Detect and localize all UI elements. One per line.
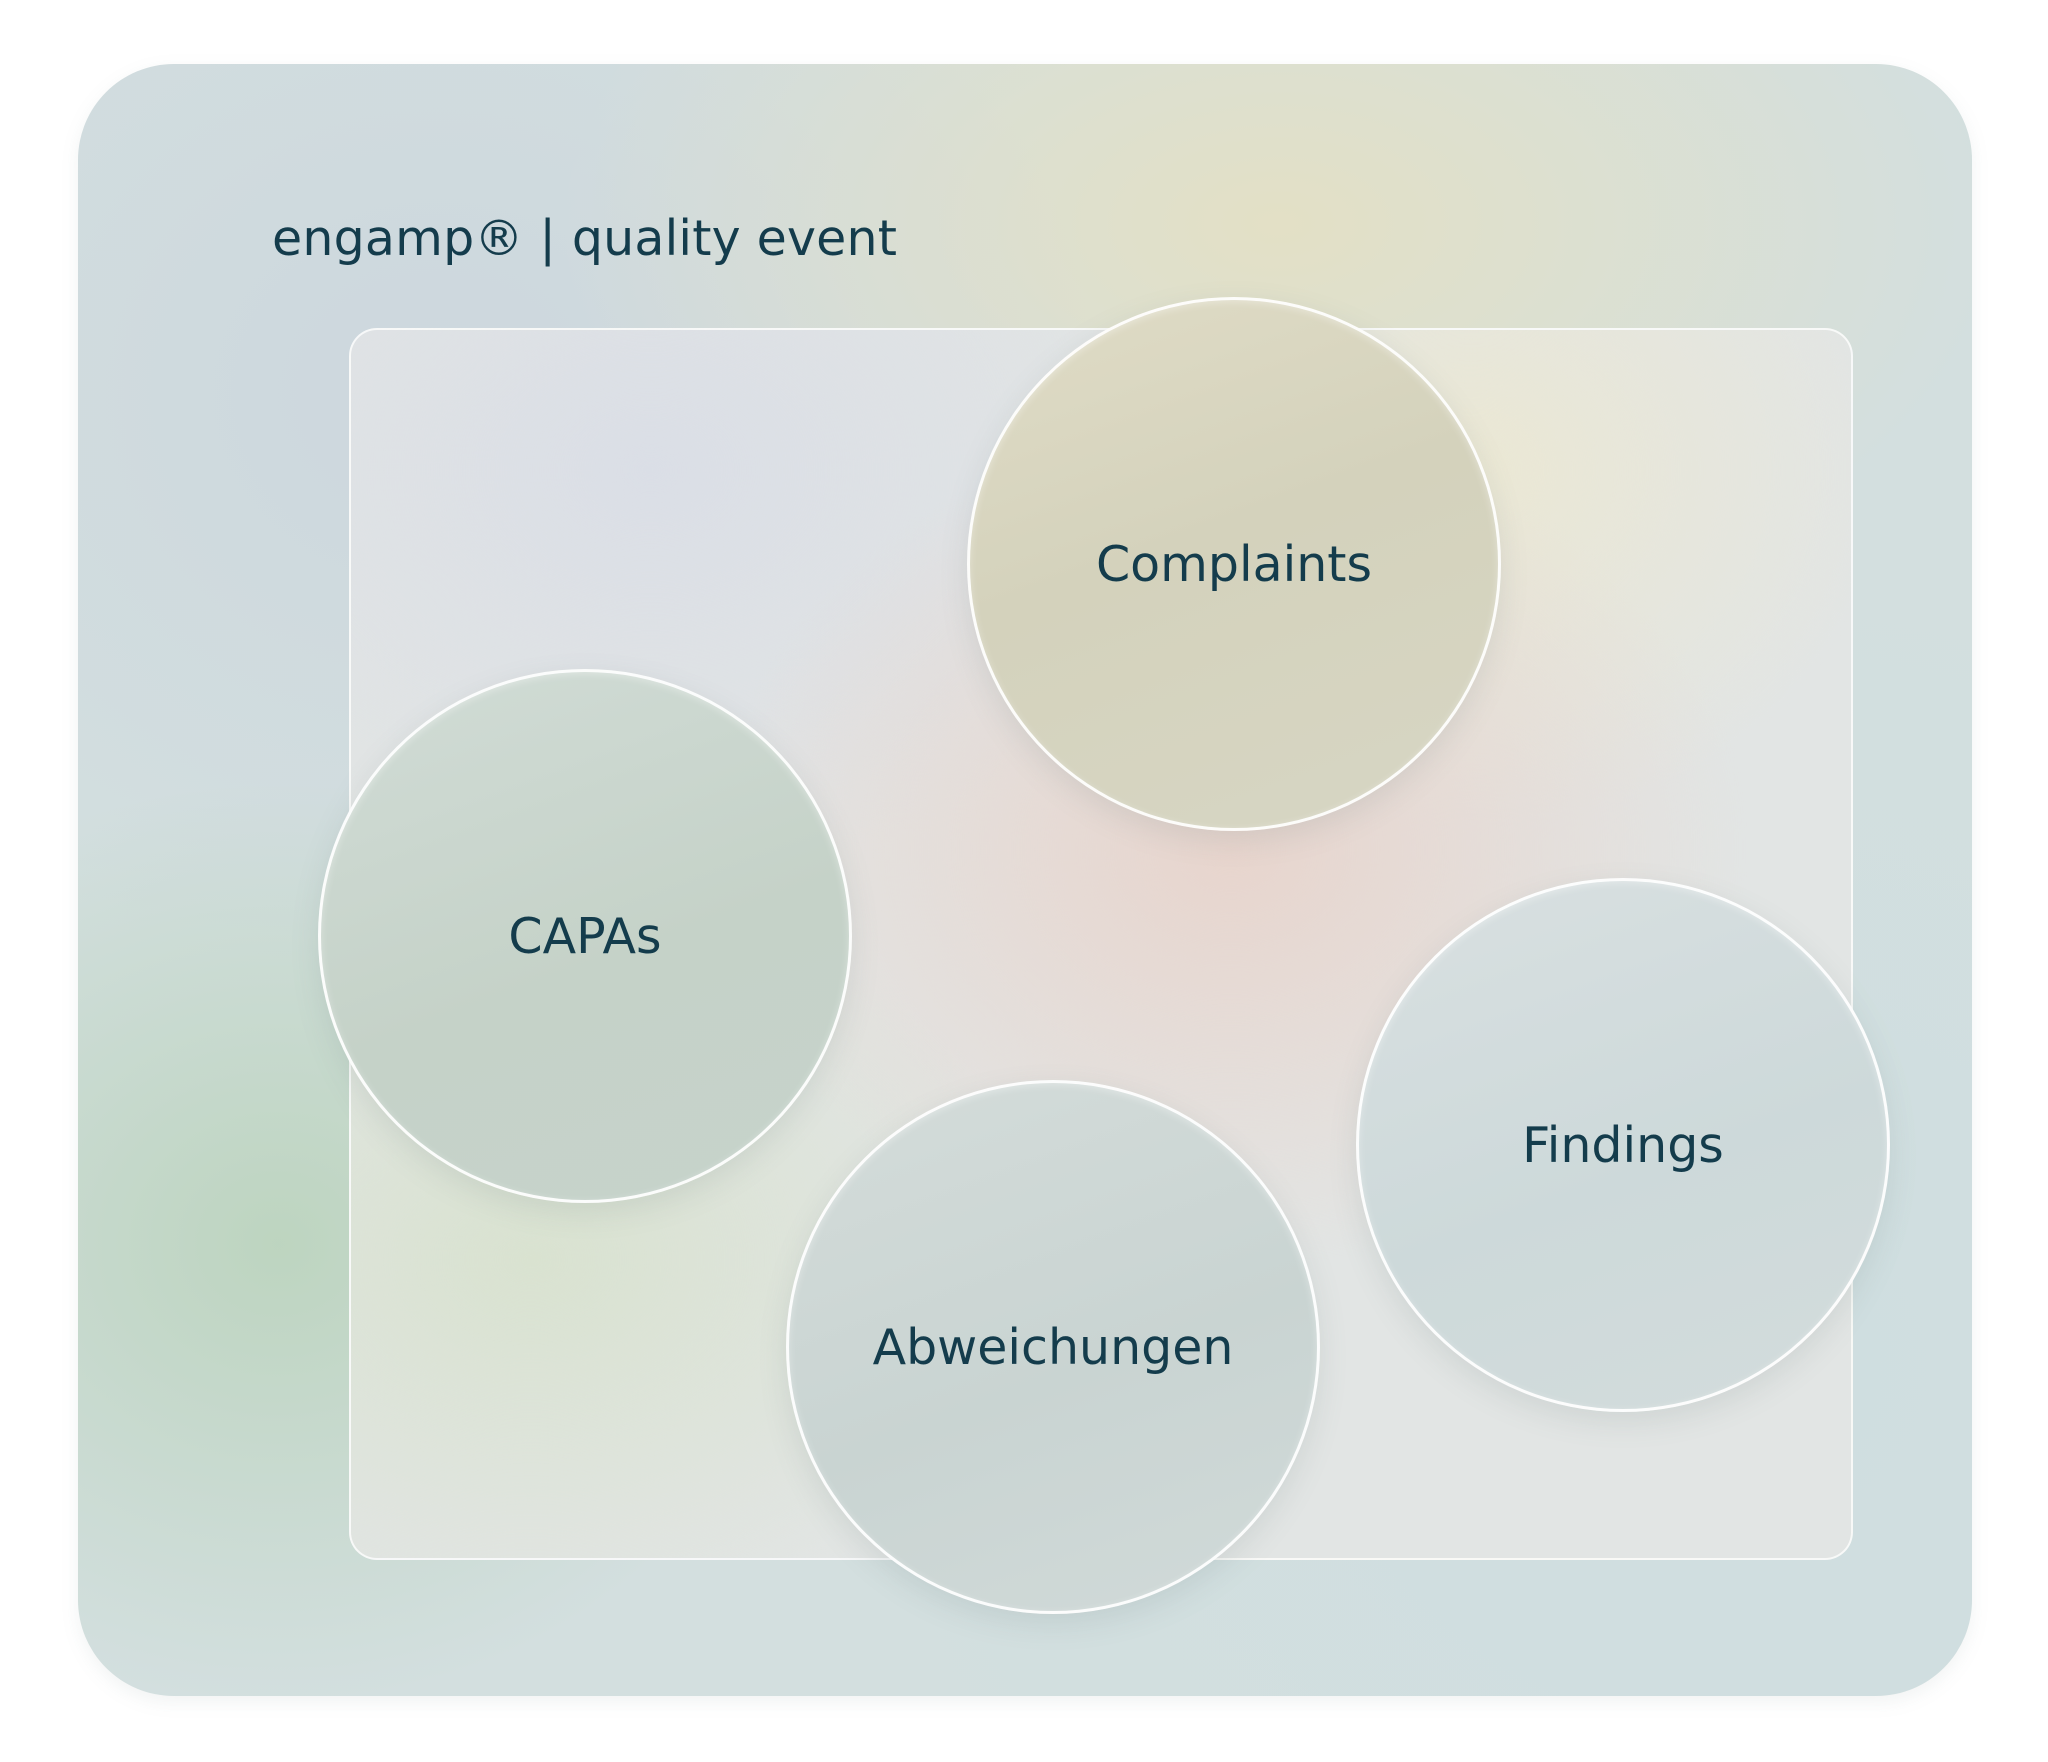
complaints-label: Complaints — [1095, 535, 1373, 593]
page-title: engamp® | quality event — [272, 210, 898, 267]
findings-label: Findings — [1522, 1116, 1724, 1174]
outer-card: engamp® | quality event Complaints CAPAs… — [78, 64, 1972, 1696]
abweichungen-label: Abweichungen — [872, 1318, 1234, 1376]
capas-bubble[interactable]: CAPAs — [318, 669, 852, 1203]
abweichungen-bubble[interactable]: Abweichungen — [786, 1080, 1320, 1614]
complaints-bubble[interactable]: Complaints — [967, 297, 1501, 831]
findings-bubble[interactable]: Findings — [1356, 878, 1890, 1412]
capas-label: CAPAs — [508, 907, 662, 965]
